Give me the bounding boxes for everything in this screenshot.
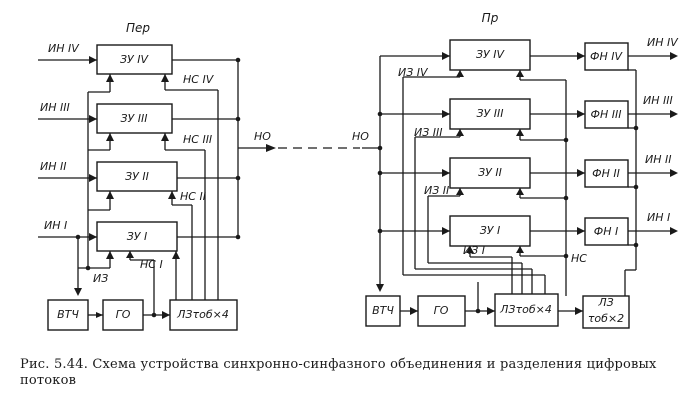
tx-delay-label: ЛЗτоб×4: [176, 308, 229, 321]
tx-memory-ii-label: ЗУ II: [125, 170, 149, 183]
tx-go-block: ГО: [102, 299, 144, 331]
rx-delay2-block: ЛЗ τоб×2: [582, 295, 630, 329]
rx-go-label: ГО: [434, 304, 449, 317]
rx-memory-outputs: [530, 52, 585, 235]
tx-memory-iv: ЗУ IV: [96, 44, 173, 75]
tx-memory-iii: ЗУ III: [96, 103, 173, 134]
tx-input-ii-label: ИН II: [40, 160, 67, 173]
tx-chain-links: [88, 251, 170, 319]
rx-former-ii: ФН II: [584, 159, 629, 188]
tx-input-iii-label: ИН III: [40, 101, 70, 114]
rx-write-iv-label: ИЗ IV: [398, 66, 429, 79]
rx-output-i-label: ИН I: [647, 211, 670, 224]
rx-vtch-label: ВТЧ: [372, 304, 394, 317]
rx-memory-ii: ЗУ II: [449, 157, 531, 189]
rx-memory-iv-label: ЗУ IV: [476, 48, 505, 61]
rx-read-label: НС: [571, 252, 587, 265]
rx-memory-iv: ЗУ IV: [449, 39, 531, 71]
rx-output-iii-label: ИН III: [643, 94, 673, 107]
tx-delay-block: ЛЗτоб×4: [169, 299, 238, 331]
rx-memory-i-label: ЗУ I: [480, 224, 501, 237]
rx-input-label: НО: [352, 130, 369, 143]
rx-write-iii-label: ИЗ III: [414, 126, 443, 139]
rx-memory-iii: ЗУ III: [449, 98, 531, 130]
tx-write-label: ИЗ: [93, 272, 108, 285]
tx-control-ii-label: НС II: [180, 190, 206, 203]
rx-read-bus: [516, 70, 569, 296]
rx-former-i-label: ФН I: [594, 225, 618, 238]
tx-input-iv-label: ИН IV: [48, 42, 80, 55]
rx-write-lines: [402, 70, 546, 294]
rx-delay2-bottom-label: τоб×2: [588, 312, 624, 325]
tx-memory-iii-label: ЗУ III: [121, 112, 148, 125]
rx-write-ii-label: ИЗ II: [424, 184, 449, 197]
rx-delay-label: ЛЗτоб×4: [499, 303, 552, 316]
tx-memory-ii: ЗУ II: [96, 161, 178, 192]
tx-write-bus: [74, 74, 114, 296]
rx-output-lines: [628, 52, 678, 235]
tx-memory-i-label: ЗУ I: [127, 230, 148, 243]
rx-chain-links: [400, 282, 583, 315]
rx-memory-ii-label: ЗУ II: [478, 166, 502, 179]
rx-input-bus: [362, 52, 450, 292]
rx-former-ii-label: ФН II: [592, 167, 620, 180]
tx-vtch-block: ВТЧ: [47, 299, 89, 331]
rx-former-iv-label: ФН IV: [590, 50, 623, 63]
tx-memory-iv-label: ЗУ IV: [120, 53, 149, 66]
block-diagram: Пер ЗУ IV ЗУ III ЗУ II ЗУ I ИН IV ИН III…: [38, 11, 679, 331]
rx-former-iii-label: ФН III: [591, 108, 622, 121]
rx-delay2-top-label: ЛЗ: [597, 296, 613, 309]
rx-memory-i: ЗУ I: [449, 215, 531, 247]
rx-former-iv: ФН IV: [584, 42, 629, 71]
rx-output-ii-label: ИН II: [645, 153, 672, 166]
rx-memory-iii-label: ЗУ III: [477, 107, 504, 120]
rx-delay-block: ЛЗτоб×4: [494, 293, 559, 327]
rx-go-block: ГО: [417, 295, 466, 327]
tx-control-iv-label: НС IV: [183, 73, 215, 86]
tx-go-label: ГО: [116, 308, 131, 321]
rx-former-i: ФН I: [584, 217, 629, 246]
tx-output-label: НО: [254, 130, 271, 143]
tx-output-bus: [172, 57, 276, 240]
tx-control-i-label: НС I: [140, 258, 163, 271]
rx-header: Пр: [482, 11, 499, 25]
tx-vtch-label: ВТЧ: [57, 308, 79, 321]
tx-memory-i: ЗУ I: [96, 221, 178, 252]
rx-output-iv-label: ИН IV: [647, 36, 679, 49]
tx-control-lines: [161, 74, 219, 300]
tx-input-i-label: ИН I: [44, 219, 67, 232]
figure-caption: Рис. 5.44. Схема устройства синхронно-си…: [20, 357, 657, 388]
rx-write-i-label: ИЗ I: [463, 244, 485, 257]
rx-former-clock: [624, 69, 639, 296]
tx-control-iii-label: НС III: [183, 133, 212, 146]
tx-input-lines: [38, 56, 97, 241]
rx-vtch-block: ВТЧ: [365, 295, 401, 327]
rx-former-iii: ФН III: [584, 100, 629, 129]
tx-header: Пер: [126, 21, 150, 35]
